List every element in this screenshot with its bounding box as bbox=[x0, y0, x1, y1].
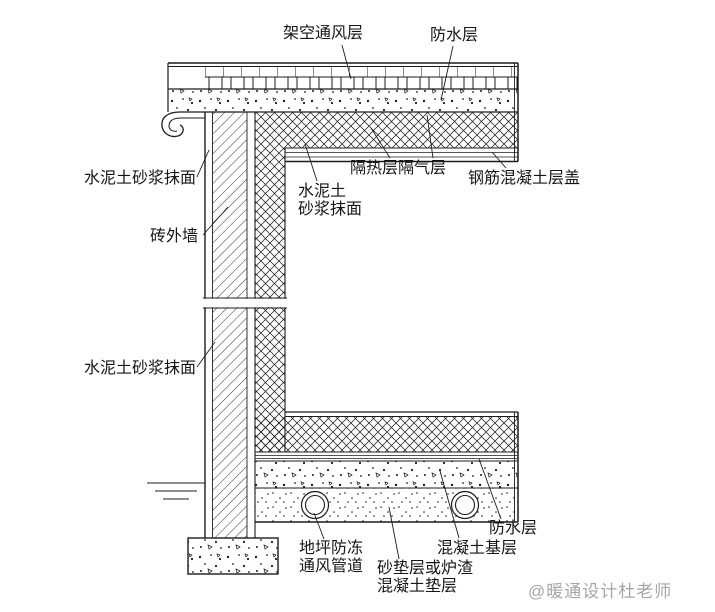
label-insulation-vapor-layer: 隔热层隔气层 bbox=[350, 159, 446, 177]
leader-plaster-lower-left bbox=[196, 341, 216, 368]
leader-waterproof-top bbox=[440, 45, 454, 101]
roof-waterproof-concrete-band bbox=[168, 89, 518, 112]
exterior-wall bbox=[203, 112, 287, 538]
leader-elevated-vent bbox=[341, 44, 352, 80]
roof-tile-course bbox=[205, 66, 518, 77]
floor-concrete-base-band bbox=[255, 461, 518, 488]
eave-drip-edge-inner bbox=[168, 117, 205, 132]
label-cement-plaster-inner-line2: 砂浆抹面 bbox=[298, 200, 362, 218]
watermark-text: @暖通设计杜老师 bbox=[528, 582, 672, 601]
floor-assembly bbox=[255, 411, 519, 523]
label-sand-cushion-line1: 砂垫层或炉渣 bbox=[377, 559, 473, 577]
foundation bbox=[187, 537, 279, 575]
leader-concrete-base bbox=[439, 470, 460, 539]
label-cement-plaster-inner-line1: 水泥土 bbox=[298, 182, 346, 200]
ground-level-symbol bbox=[147, 482, 205, 500]
leader-sand-cushion bbox=[388, 506, 400, 560]
leader-rc-slab bbox=[491, 151, 507, 169]
label-elevated-vent-layer: 架空通风层 bbox=[283, 24, 363, 42]
vent-pipe-left bbox=[300, 490, 330, 520]
leader-insulation bbox=[370, 127, 391, 159]
floor-insulation-band bbox=[255, 417, 518, 452]
leader-brick-wall bbox=[202, 206, 229, 236]
leader-vapor bbox=[426, 114, 434, 159]
labels: 架空通风层 防水层 隔热层隔气层 钢筋混凝土层盖 水泥土砂浆抹面 砖外墙 水泥土… bbox=[84, 24, 580, 595]
label-cement-plaster-lower-left: 水泥土砂浆抹面 bbox=[84, 359, 196, 377]
brick-wall-hatch bbox=[213, 112, 247, 538]
wall-break-gap bbox=[203, 298, 287, 308]
label-rc-roof-slab: 钢筋混凝土层盖 bbox=[468, 169, 580, 187]
label-floor-antifreeze-line1: 地坪防冻 bbox=[299, 539, 363, 557]
leader-plaster-upper-left bbox=[196, 149, 210, 178]
roof-assembly bbox=[161, 62, 519, 163]
label-floor-antifreeze-line2: 通风管道 bbox=[299, 557, 363, 575]
leader-waterproof-bottom bbox=[478, 458, 502, 520]
label-cement-plaster-upper-left: 水泥土砂浆抹面 bbox=[84, 169, 196, 187]
label-concrete-base: 混凝土基层 bbox=[437, 539, 517, 557]
leader-lines bbox=[196, 44, 507, 560]
label-brick-exterior-wall: 砖外墙 bbox=[150, 227, 198, 245]
eave-drip-edge bbox=[161, 111, 205, 138]
label-waterproof-top: 防水层 bbox=[430, 26, 478, 44]
label-waterproof-bottom: 防水层 bbox=[489, 519, 537, 537]
leader-plaster-inner bbox=[304, 143, 318, 182]
roof-insulation-band bbox=[255, 112, 518, 148]
foundation-block bbox=[187, 537, 279, 575]
vent-pipe-right bbox=[450, 490, 480, 520]
roof-vent-blocks bbox=[205, 77, 518, 89]
label-sand-cushion-line2: 混凝土垫层 bbox=[377, 577, 457, 595]
leader-vent-duct bbox=[313, 512, 325, 540]
